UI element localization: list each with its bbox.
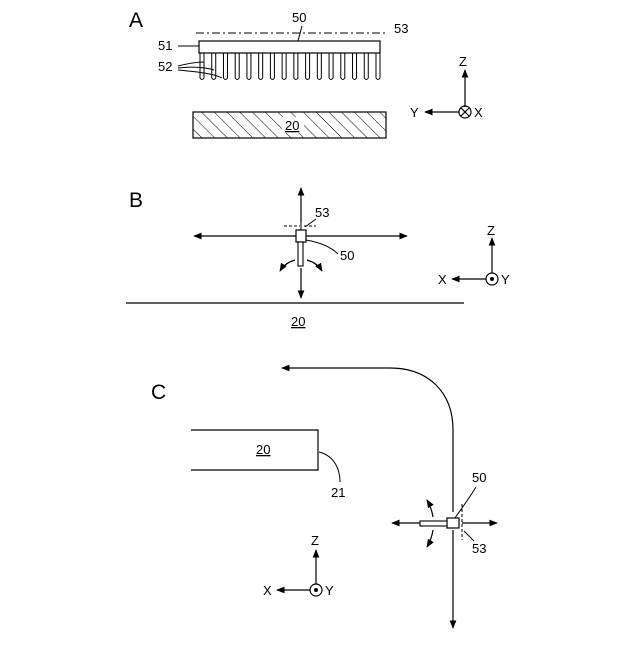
- panel-c-label-50: 50: [472, 470, 486, 485]
- panel-b-label-50: 50: [340, 248, 354, 263]
- panel-c-label-21: 21: [331, 485, 345, 500]
- needle: [270, 53, 274, 80]
- needle: [200, 53, 204, 80]
- panel-a-label-51: 51: [158, 38, 172, 53]
- needle: [364, 53, 368, 80]
- needle: [223, 53, 227, 80]
- panel-b-rotate-left: [280, 260, 295, 271]
- panel-c-leader-21: [319, 452, 340, 482]
- panel-c-rotate-up: [427, 500, 433, 517]
- panel-b-axis-x: X: [438, 272, 447, 287]
- panel-b-label-20: 20: [291, 314, 305, 329]
- panel-c-needle: [420, 521, 447, 526]
- panel-c-label-53: 53: [472, 541, 486, 556]
- needle: [306, 53, 310, 80]
- panel-a: A 53 50 51 52 20 Z Y: [129, 9, 483, 138]
- panel-b-rotate-right: [307, 260, 322, 271]
- circle-dot-icon: [486, 273, 498, 285]
- panel-b-axis-z: Z: [487, 223, 495, 238]
- panel-a-label-20: 20: [285, 118, 299, 133]
- panel-b-label-53: 53: [315, 205, 329, 220]
- needle: [294, 53, 298, 80]
- panel-c-label-20: 20: [256, 442, 270, 457]
- panel-c-leader-50: [455, 487, 476, 518]
- panel-a-axis-x: X: [474, 105, 483, 120]
- panel-c-rotate-down: [427, 530, 433, 547]
- panel-c: C 20 21 50 53 Z X: [151, 368, 497, 628]
- panel-b-letter: B: [129, 189, 143, 212]
- needle: [282, 53, 286, 80]
- circle-dot-icon: [310, 584, 322, 596]
- panel-a-label-52: 52: [158, 59, 172, 74]
- needle: [376, 53, 380, 80]
- panel-c-axis-y: Y: [325, 583, 334, 598]
- panel-b: B 53 50 20 Z X: [126, 188, 510, 329]
- panel-a-needles: [200, 53, 380, 80]
- needle: [247, 53, 251, 80]
- panel-c-substrate: [191, 430, 318, 470]
- panel-c-head: [447, 518, 459, 528]
- panel-c-axes: Z X Y: [263, 533, 334, 598]
- panel-a-axis-y: Y: [410, 105, 419, 120]
- panel-b-leader-50: [306, 240, 338, 254]
- panel-b-head: [296, 230, 306, 242]
- needle: [259, 53, 263, 80]
- needle: [341, 53, 345, 80]
- needle: [317, 53, 321, 80]
- circle-cross-icon: [459, 106, 471, 118]
- panel-a-label-53: 53: [394, 21, 408, 36]
- panel-a-letter: A: [129, 9, 143, 32]
- panel-c-axis-z: Z: [311, 533, 319, 548]
- needle: [235, 53, 239, 80]
- panel-c-axis-x: X: [263, 583, 272, 598]
- panel-c-leader-53: [464, 531, 474, 541]
- panel-c-path-arrow: [282, 368, 453, 512]
- needle: [329, 53, 333, 80]
- panel-a-leader-52b: [178, 67, 214, 70]
- needle: [353, 53, 357, 80]
- panel-b-axes: Z X Y: [438, 223, 510, 287]
- panel-c-letter: C: [151, 381, 166, 404]
- panel-b-axis-y: Y: [501, 272, 510, 287]
- panel-a-head-body: [199, 41, 380, 53]
- panel-a-label-50: 50: [292, 10, 306, 25]
- panel-b-needle: [298, 242, 303, 266]
- panel-a-axis-z: Z: [459, 54, 467, 69]
- panel-a-axes: Z Y X: [410, 54, 483, 120]
